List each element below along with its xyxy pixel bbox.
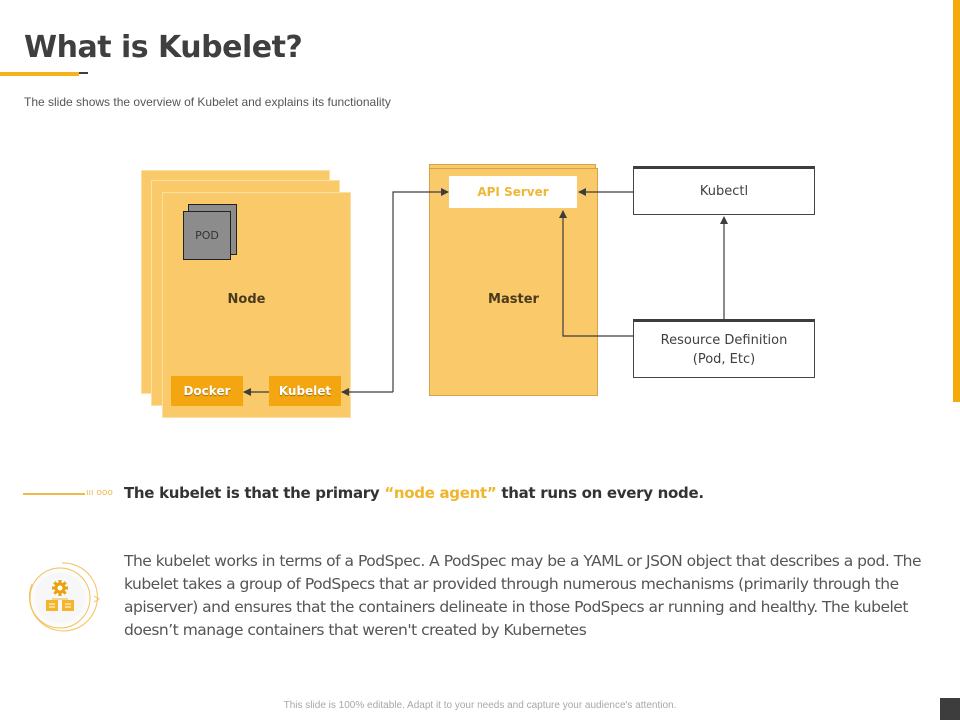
accent-side-bar	[953, 0, 960, 402]
docker-label: Docker	[183, 384, 231, 398]
kubectl-box: Kubectl	[633, 166, 815, 215]
kubectl-label: Kubectl	[699, 184, 749, 199]
node-to-api-arrow	[392, 188, 449, 392]
statement-highlight: “node agent”	[384, 484, 497, 502]
docker-box: Docker	[171, 376, 243, 406]
api-server-label: API Server	[477, 185, 549, 199]
page-subtitle: The slide shows the overview of Kubelet …	[24, 95, 391, 109]
statement-decor-dots: ııı ooo	[86, 488, 113, 498]
api-server-box: API Server	[449, 176, 577, 208]
kubelet-label: Kubelet	[278, 384, 332, 398]
statement-prefix: The kubelet is that the primary	[124, 484, 385, 502]
kubelet-box: Kubelet	[269, 376, 341, 406]
title-underline	[0, 72, 79, 76]
resource-definition-line2: (Pod, Etc)	[692, 351, 756, 367]
pod-label: POD	[195, 229, 219, 242]
gear-hierarchy-icon	[24, 560, 104, 636]
pod-box: POD	[183, 211, 231, 260]
title-underline-accent	[79, 72, 88, 74]
key-statement: The kubelet is that the primary “node ag…	[124, 484, 704, 502]
resource-definition-line1: Resource Definition	[660, 332, 788, 348]
statement-decor-line	[23, 493, 85, 495]
description-paragraph: The kubelet works in terms of a PodSpec.…	[124, 552, 922, 639]
corner-marker	[940, 698, 960, 720]
page-title: What is Kubelet?	[24, 30, 303, 65]
statement-suffix: that runs on every node.	[496, 484, 704, 502]
resource-definition-box: Resource Definition (Pod, Etc)	[633, 319, 815, 378]
node-label: Node	[227, 292, 266, 307]
footer-note: This slide is 100% editable. Adapt it to…	[283, 700, 677, 711]
master-label: Master	[488, 292, 539, 307]
resdef-to-api-arrow	[559, 210, 633, 337]
